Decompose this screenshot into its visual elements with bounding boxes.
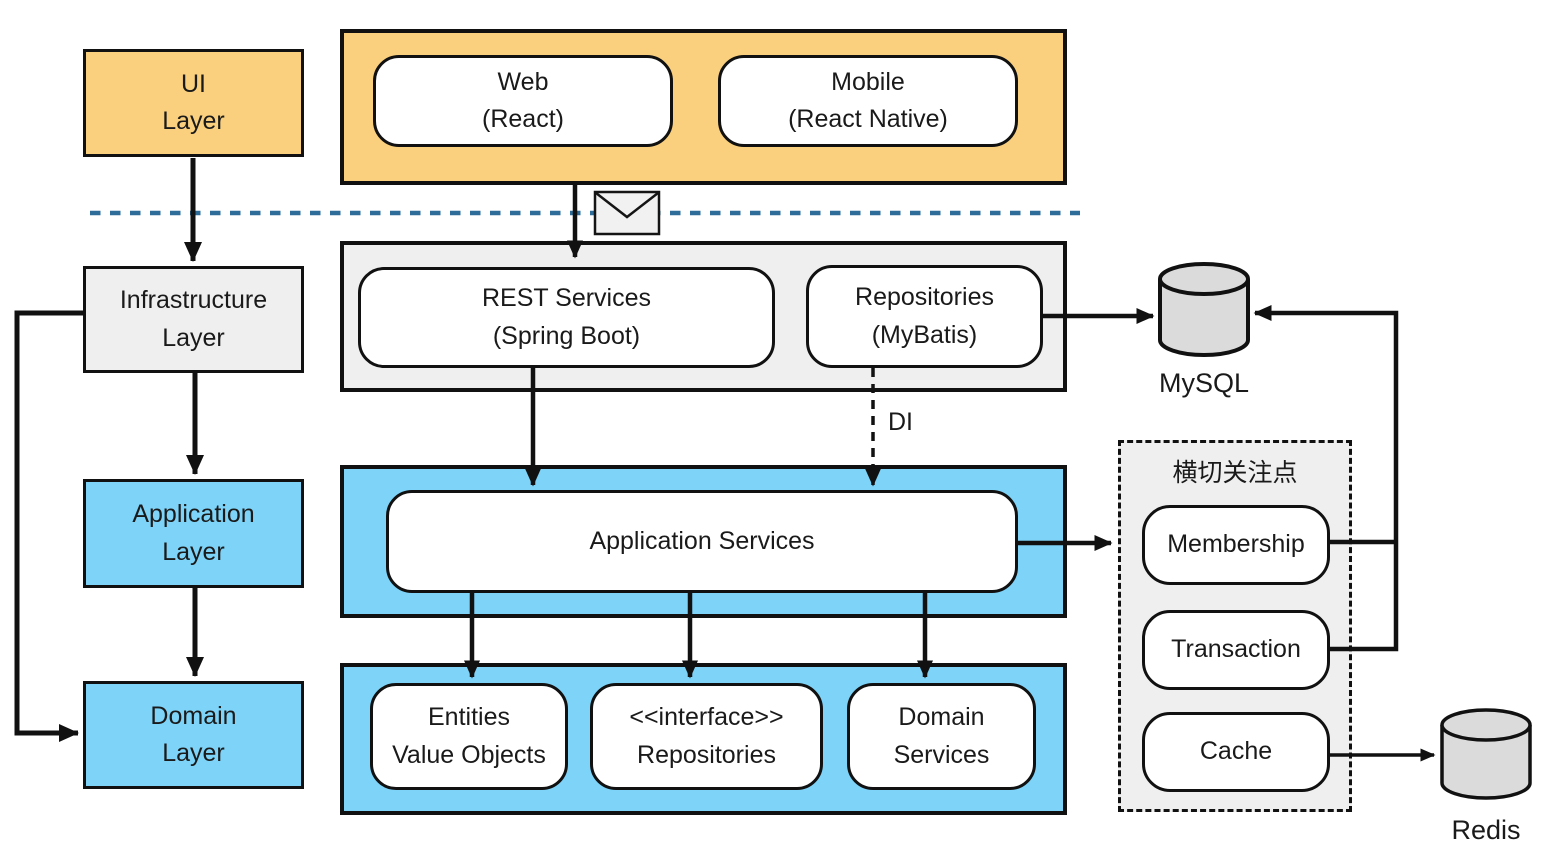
cache-label: Cache bbox=[1199, 737, 1273, 766]
domain-layer-label: Domain Layer bbox=[150, 701, 237, 768]
application-services-box: Application Services bbox=[386, 490, 1018, 593]
redis-cylinder-icon bbox=[1440, 708, 1532, 800]
entities-value-objects-box: Entities Value Objects bbox=[370, 683, 568, 790]
arrow-infrastructure-bypass-to-domain bbox=[14, 310, 83, 742]
ui-layer-label: UI Layer bbox=[162, 69, 225, 136]
repositories-box: Repositories (MyBatis) bbox=[806, 265, 1043, 368]
rest-services-box: REST Services (Spring Boot) bbox=[358, 267, 775, 368]
di-annotation-label: DI bbox=[888, 408, 913, 436]
mobile-react-native-label: Mobile (React Native) bbox=[788, 67, 948, 134]
web-react-box: Web (React) bbox=[373, 55, 673, 147]
application-layer-label: Application Layer bbox=[132, 500, 255, 566]
repositories-label: Repositories (MyBatis) bbox=[855, 283, 994, 349]
transaction-label: Transaction bbox=[1171, 635, 1301, 664]
interface-repositories-box: <<interface>> Repositories bbox=[590, 683, 823, 790]
cross-cutting-title: 横切关注点 bbox=[1172, 459, 1298, 487]
membership-box: Membership bbox=[1142, 505, 1330, 585]
envelope-icon bbox=[593, 190, 661, 236]
mysql-label: MySQL bbox=[1158, 367, 1250, 398]
rest-services-label: REST Services (Spring Boot) bbox=[481, 284, 652, 350]
web-react-label: Web (React) bbox=[482, 67, 564, 134]
membership-label: Membership bbox=[1167, 530, 1305, 559]
domain-services-label: Domain Services bbox=[893, 703, 990, 769]
infrastructure-layer-label: Infrastructure Layer bbox=[119, 286, 268, 352]
cache-box: Cache bbox=[1142, 712, 1330, 792]
redis-label: Redis bbox=[1451, 814, 1521, 845]
mobile-react-native-box: Mobile (React Native) bbox=[718, 55, 1018, 147]
infrastructure-layer-box: Infrastructure Layer bbox=[83, 266, 304, 373]
application-layer-box: Application Layer bbox=[83, 479, 304, 588]
mysql-cylinder-icon bbox=[1158, 262, 1250, 357]
entities-value-objects-label: Entities Value Objects bbox=[392, 703, 546, 769]
domain-layer-box: Domain Layer bbox=[83, 681, 304, 789]
domain-services-box: Domain Services bbox=[847, 683, 1036, 790]
ui-layer-box: UI Layer bbox=[83, 49, 304, 157]
application-services-label: Application Services bbox=[589, 526, 815, 555]
interface-repositories-label: <<interface>> Repositories bbox=[629, 703, 784, 769]
transaction-box: Transaction bbox=[1142, 610, 1330, 690]
